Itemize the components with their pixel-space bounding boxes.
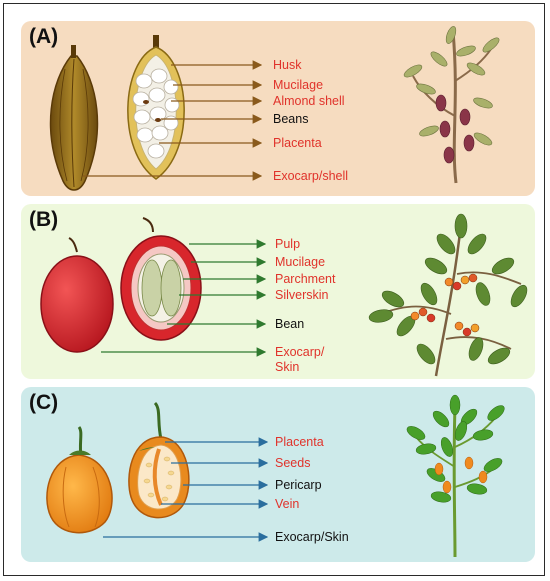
panel-a: (A) Husk Mucilage Almond shell Beans Pla… xyxy=(21,21,535,196)
label-skin: Skin xyxy=(275,360,300,374)
label-parchment: Parchment xyxy=(275,272,336,286)
label-exocarp-shell: Exocarp/shell xyxy=(273,169,349,183)
figure-frame: (A) Husk Mucilage Almond shell Beans Pla… xyxy=(3,3,545,576)
label-placenta: Placenta xyxy=(273,136,322,150)
label-mucilage: Mucilage xyxy=(273,78,324,92)
label-pericarp: Pericarp xyxy=(275,478,322,492)
panel-a-arrows xyxy=(83,60,263,181)
label-mucilage-b: Mucilage xyxy=(275,255,326,269)
label-bean: Bean xyxy=(275,317,305,331)
cocoa-pod-section-icon xyxy=(127,35,185,180)
label-almond-shell: Almond shell xyxy=(273,94,345,108)
label-pulp: Pulp xyxy=(275,237,301,251)
label-vein: Vein xyxy=(275,497,300,511)
coffee-cherry-icon xyxy=(40,237,114,353)
cocoa-tree-icon xyxy=(403,26,500,184)
coffee-branch-icon xyxy=(368,213,528,377)
label-silverskin: Silverskin xyxy=(275,288,329,302)
cocoa-pod-icon xyxy=(49,45,99,191)
label-placenta-c: Placenta xyxy=(275,435,324,449)
label-exocarp-skin: Exocarp/Skin xyxy=(275,530,349,544)
panel-a-label: (A) xyxy=(29,25,59,48)
label-seeds: Seeds xyxy=(275,456,311,470)
pepper-plant-icon xyxy=(406,394,505,558)
label-beans: Beans xyxy=(273,112,309,126)
panel-a-drawing xyxy=(49,26,500,191)
panel-c-drawing xyxy=(46,394,505,558)
panel-b: (B) Pulp Mucilage Parchment Silverskin B… xyxy=(21,204,535,379)
panel-c-arrows xyxy=(103,437,269,542)
panel-b-arrows xyxy=(101,239,267,357)
habanero-pepper-section-icon xyxy=(128,401,190,519)
habanero-pepper-icon xyxy=(46,426,113,534)
panel-c: (C) Placenta Seeds Pericarp Vein Exocarp… xyxy=(21,387,535,562)
panel-b-label: (B) xyxy=(29,208,59,231)
panel-b-drawing xyxy=(40,213,528,377)
panel-c-label: (C) xyxy=(29,391,59,414)
coffee-cherry-section-icon xyxy=(120,217,202,341)
label-exocarp: Exocarp/ xyxy=(275,345,325,359)
label-husk: Husk xyxy=(273,58,302,72)
